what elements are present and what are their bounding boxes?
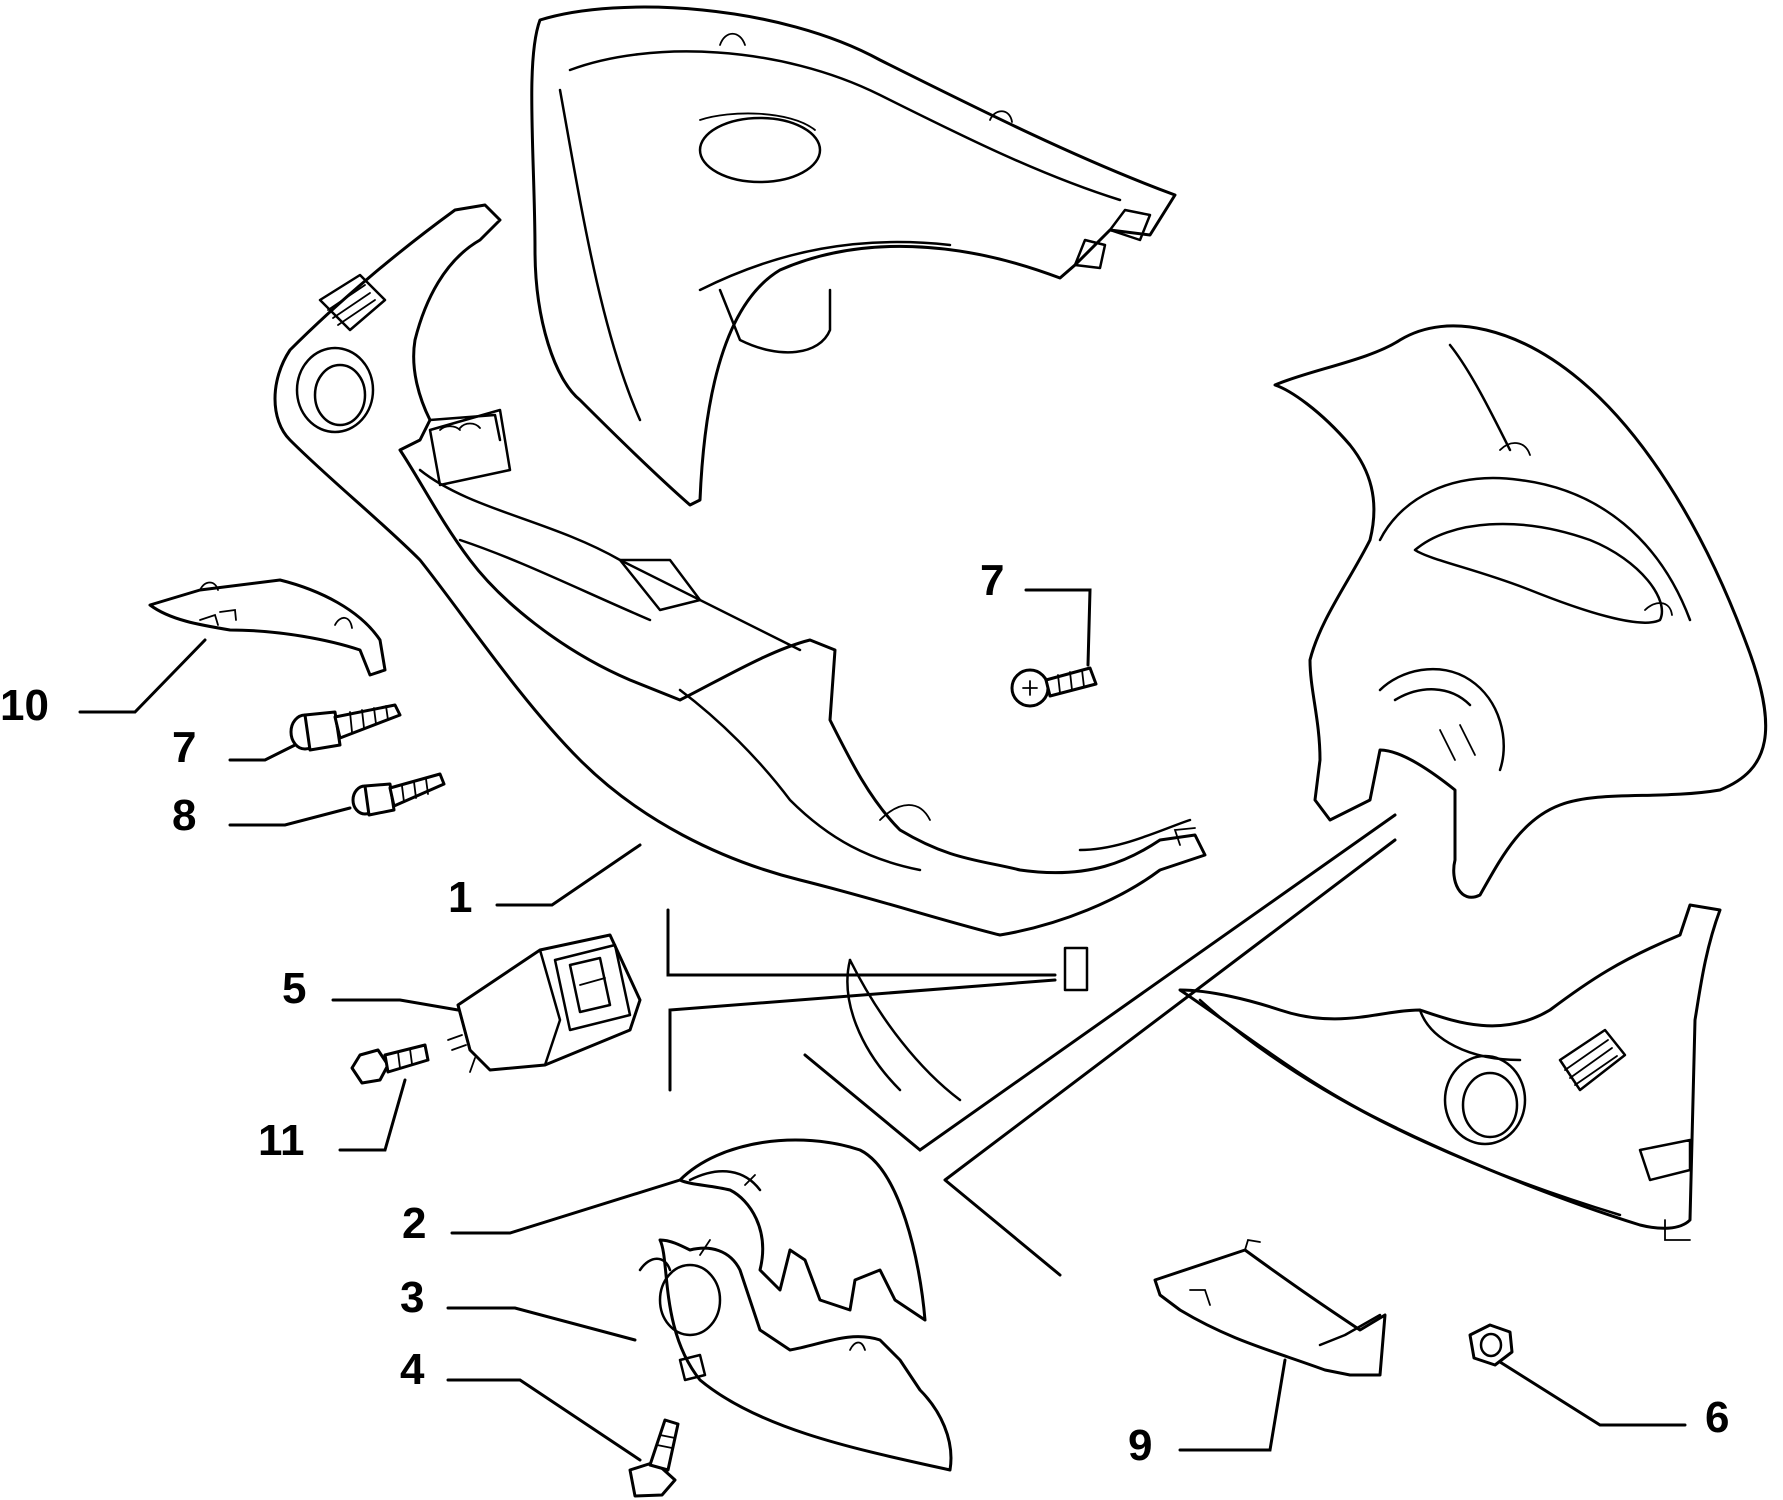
callout-4: 4	[400, 1345, 425, 1394]
lower-dash-panel	[273, 203, 1207, 992]
callout-1: 1	[448, 873, 472, 922]
callout-leaders	[78, 588, 1687, 1462]
callout-9: 9	[1128, 1421, 1152, 1470]
part-9-cover-plate	[1153, 1238, 1387, 1377]
part-4-screw	[628, 1418, 680, 1498]
callout-5: 5	[282, 964, 306, 1013]
callout-6: 6	[1705, 1393, 1729, 1442]
part-5-switch	[447, 933, 642, 1073]
callout-3: 3	[400, 1273, 424, 1322]
part-8-screw	[351, 772, 446, 817]
instrument-hood	[530, 5, 1177, 507]
callout-8: 8	[172, 791, 196, 840]
right-upper-panel	[1273, 324, 1768, 899]
callout-labels: 10 7 8 1 7 5 11 2 3 4 9 6	[0, 556, 1729, 1470]
part-6-nut	[1468, 1323, 1514, 1367]
part-3-lower-shroud	[638, 1238, 953, 1472]
callout-7-center: 7	[980, 556, 1004, 605]
part-10-cover-plate	[148, 578, 387, 677]
part-2-upper-shroud	[678, 1138, 927, 1322]
steering-column-outline	[846, 958, 962, 1102]
right-lower-panel	[1178, 903, 1722, 1241]
callout-11: 11	[258, 1116, 305, 1165]
callout-2: 2	[402, 1199, 426, 1248]
callout-7-left: 7	[172, 723, 196, 772]
guide-lines	[666, 813, 1397, 1277]
callout-10: 10	[0, 681, 49, 730]
part-11-bolt	[350, 1043, 430, 1085]
part-7-screw-left	[289, 703, 402, 752]
part-7-screw-center	[1010, 666, 1098, 708]
